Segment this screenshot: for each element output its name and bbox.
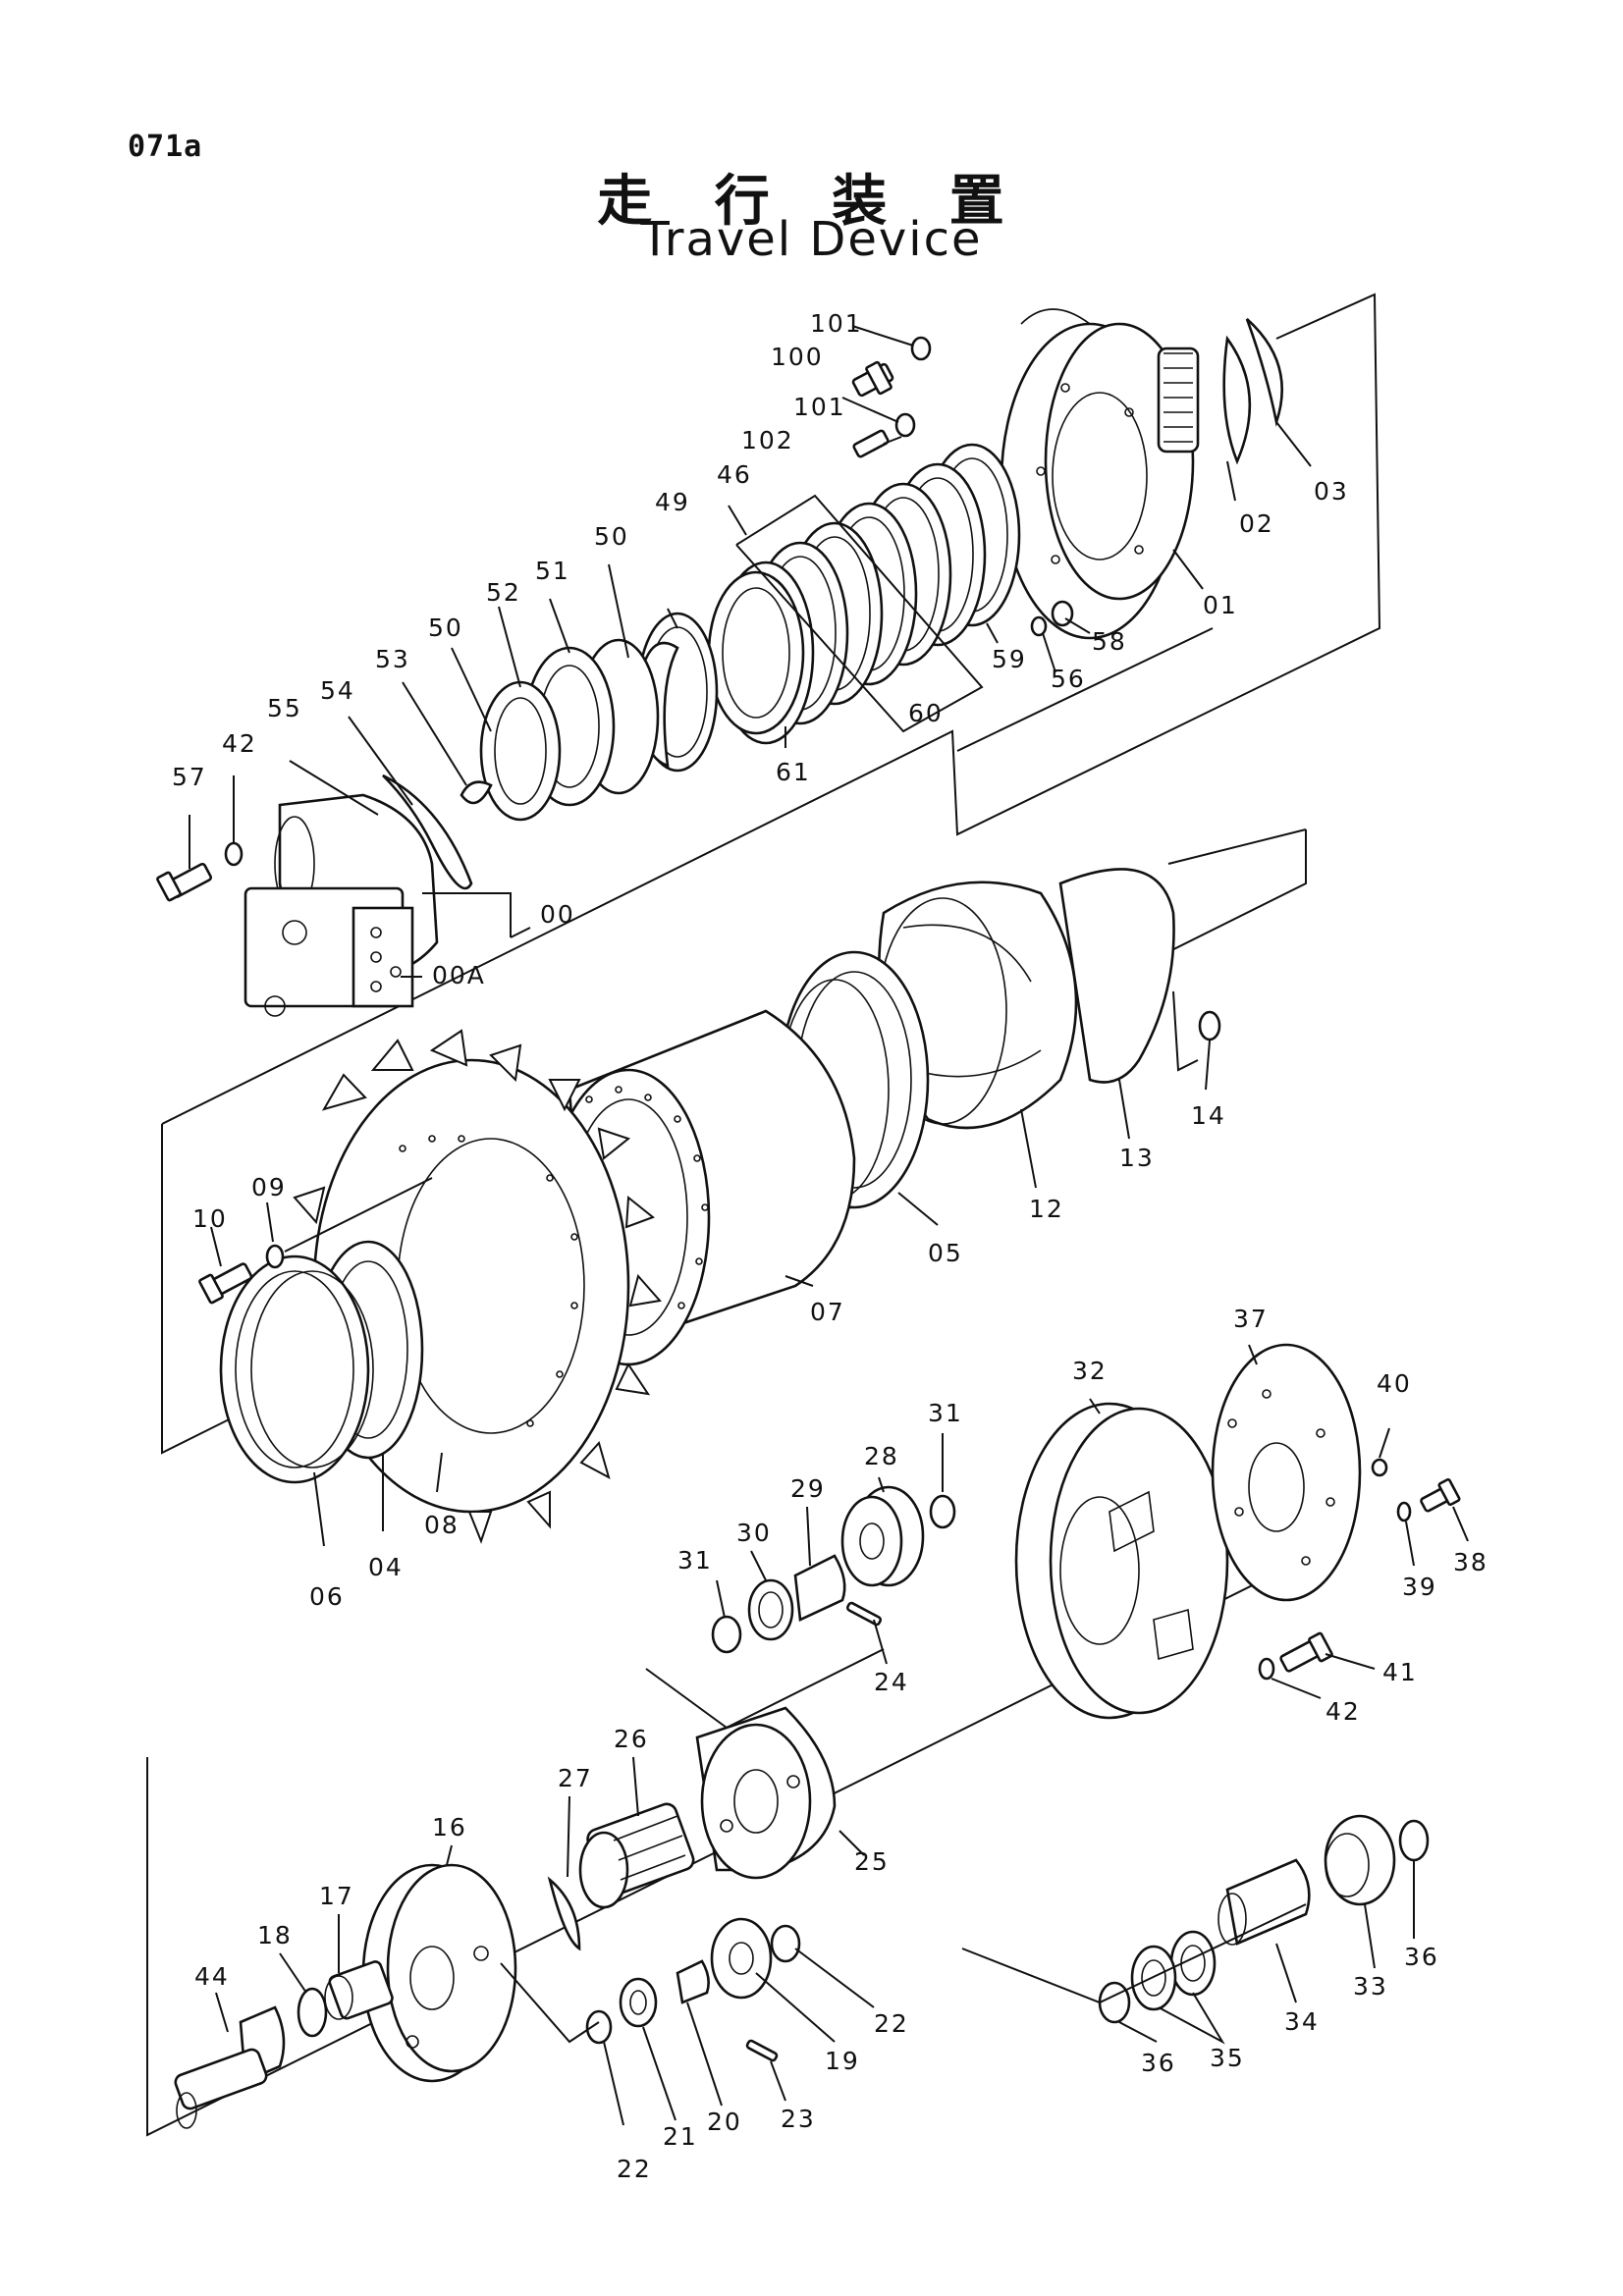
label-13: 13 (1119, 1144, 1155, 1172)
page-title-english: Travel Device (640, 212, 983, 267)
label-05: 05 (928, 1239, 963, 1267)
label-42-lower: 42 (1325, 1697, 1361, 1726)
label-37: 37 (1233, 1305, 1269, 1333)
label-38: 38 (1453, 1548, 1488, 1576)
label-50-top: 50 (594, 522, 629, 551)
label-46: 46 (717, 460, 752, 489)
label-101-top: 101 (810, 309, 863, 338)
label-18: 18 (257, 1921, 293, 1949)
label-44: 44 (194, 1962, 230, 1991)
page-code: 071a (128, 130, 203, 164)
label-17: 17 (319, 1882, 354, 1910)
label-101-mid: 101 (793, 393, 846, 421)
parts-17-18-44 (174, 1960, 394, 2129)
bolts-100-101-102 (851, 336, 932, 458)
label-02: 02 (1239, 509, 1274, 538)
label-32: 32 (1072, 1357, 1108, 1385)
label-60: 60 (908, 699, 944, 727)
label-34: 34 (1284, 2007, 1320, 2036)
label-03: 03 (1314, 477, 1349, 506)
label-24: 24 (874, 1668, 909, 1696)
label-21: 21 (663, 2122, 698, 2151)
label-01: 01 (1203, 591, 1238, 619)
label-51: 51 (535, 557, 570, 585)
part-25-carrier (645, 1648, 885, 1880)
label-22-right: 22 (874, 2009, 909, 2038)
planet-gear-set-lower (500, 1917, 801, 2062)
part-labels: 101 100 101 102 03 02 01 58 56 59 60 61 … (172, 309, 1488, 2183)
part-37-plate (1211, 1343, 1461, 1681)
label-19: 19 (825, 2047, 860, 2075)
label-00A: 00A (432, 961, 486, 989)
label-16: 16 (432, 1813, 467, 1842)
parts-09-10 (198, 1177, 433, 1305)
parts-33-34-35-36 (961, 1814, 1430, 2024)
label-07: 07 (810, 1298, 845, 1326)
label-36-right: 36 (1404, 1943, 1439, 1971)
label-25: 25 (854, 1847, 890, 1876)
label-20: 20 (707, 2108, 742, 2136)
label-08: 08 (424, 1511, 460, 1539)
part-02-03-rings (1222, 318, 1283, 465)
label-35: 35 (1210, 2044, 1245, 2072)
label-28: 28 (864, 1442, 899, 1470)
label-56: 56 (1051, 665, 1086, 693)
part-16-carrier (361, 1863, 517, 2083)
label-39: 39 (1402, 1573, 1437, 1601)
label-31-top: 31 (928, 1399, 963, 1427)
label-42-top: 42 (222, 729, 257, 758)
label-102: 102 (741, 426, 794, 454)
label-23: 23 (781, 2105, 816, 2133)
label-52: 52 (486, 578, 521, 607)
middle-leaders (210, 1040, 1211, 1547)
label-26: 26 (614, 1725, 649, 1753)
middle-assembly (198, 868, 1221, 1547)
label-55: 55 (267, 694, 302, 722)
label-61: 61 (776, 758, 811, 786)
label-50-lower: 50 (428, 614, 463, 642)
label-40: 40 (1377, 1369, 1412, 1398)
motor-housing-00 (243, 793, 439, 1017)
part-13-14 (1058, 868, 1221, 1084)
part-01-flange (1000, 308, 1200, 640)
label-33: 33 (1353, 1972, 1388, 2001)
parts-57-42 (156, 841, 243, 902)
label-22-left: 22 (617, 2155, 652, 2183)
piston-and-rings (382, 612, 719, 890)
top-assembly (156, 308, 1312, 1017)
parts-26-27 (547, 1802, 695, 1951)
label-12: 12 (1029, 1195, 1064, 1223)
page-title-japanese: 走 行 装 置 (597, 170, 1026, 234)
label-31-lower: 31 (677, 1546, 713, 1575)
planet-gear-set-upper (711, 1485, 956, 1654)
label-29: 29 (790, 1474, 826, 1503)
label-59: 59 (992, 645, 1027, 673)
label-09: 09 (251, 1173, 287, 1201)
label-04: 04 (368, 1553, 404, 1581)
label-36-left: 36 (1141, 2049, 1176, 2077)
label-41: 41 (1382, 1658, 1418, 1686)
label-100: 100 (771, 343, 824, 371)
lower-leaders (215, 1344, 1469, 2126)
label-00: 00 (540, 900, 575, 929)
brake-disc-stack (707, 443, 1021, 745)
label-27: 27 (558, 1764, 593, 1792)
part-04-06-seals (219, 1240, 424, 1484)
lower-assembly (174, 1343, 1469, 2129)
label-58: 58 (1092, 627, 1127, 656)
label-54: 54 (320, 676, 355, 705)
label-10: 10 (192, 1204, 228, 1233)
label-53: 53 (375, 645, 410, 673)
label-57: 57 (172, 763, 207, 791)
label-14: 14 (1191, 1101, 1226, 1130)
top-leaders (189, 325, 1312, 978)
label-49: 49 (655, 488, 690, 516)
parts-58-56 (1030, 600, 1074, 637)
part-32-carrier (1014, 1402, 1229, 1720)
label-06: 06 (309, 1582, 345, 1611)
label-30: 30 (736, 1519, 772, 1547)
